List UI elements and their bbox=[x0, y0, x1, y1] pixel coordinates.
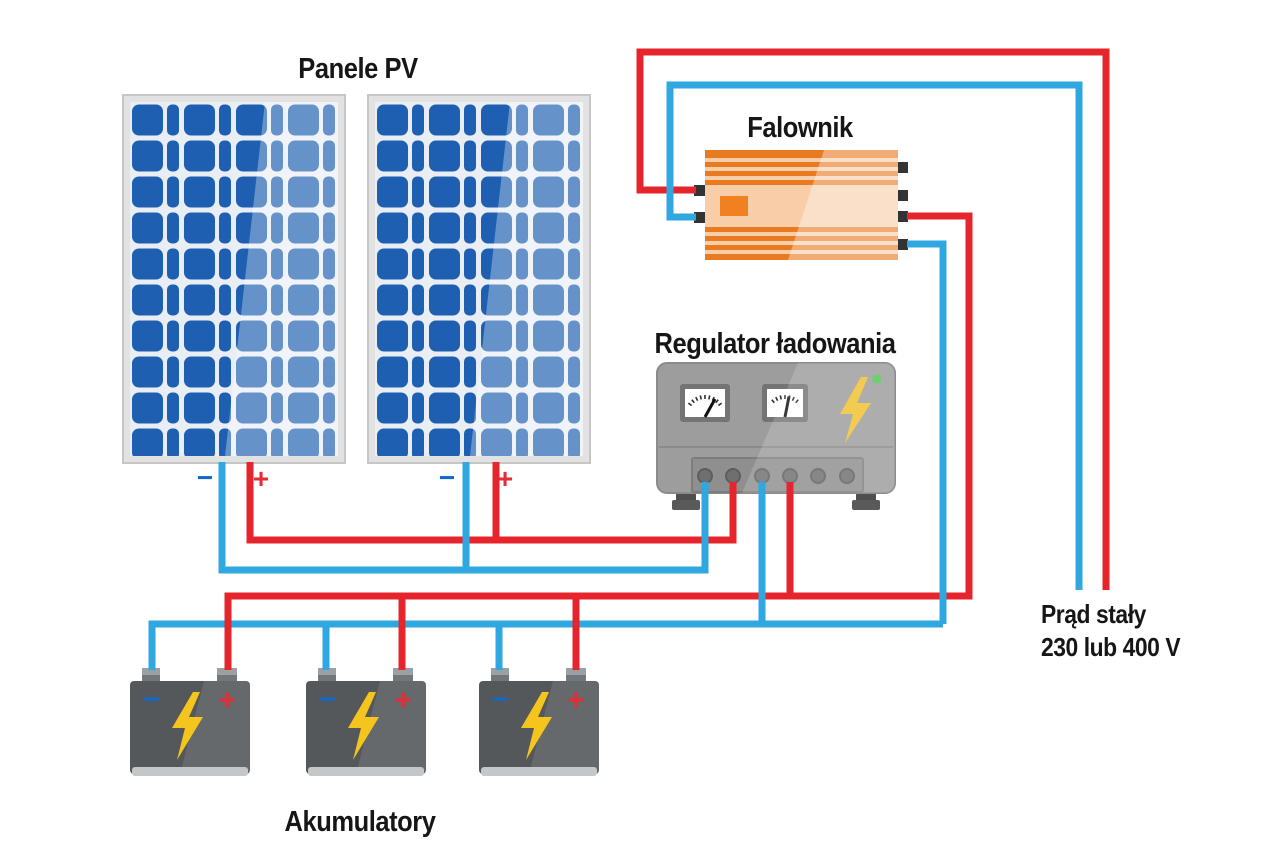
battery-positive-bus-wire bbox=[224, 212, 973, 670]
panel-cells bbox=[130, 102, 338, 456]
terminal-2 bbox=[725, 468, 741, 484]
inverter-label: Falownik bbox=[747, 110, 854, 143]
gauge-needle bbox=[783, 396, 791, 418]
solar-panel-1 bbox=[122, 94, 346, 464]
battery-negative-bus-wire bbox=[148, 620, 943, 670]
controller-terminals bbox=[697, 468, 855, 484]
inverter-label-plate bbox=[720, 196, 748, 216]
dc-note-line2: 230 lub 400 V bbox=[1041, 634, 1181, 663]
battery-3 bbox=[479, 668, 599, 776]
panels-label: Panele PV bbox=[298, 51, 419, 84]
panel-cells bbox=[375, 102, 583, 456]
panel-negative-wire bbox=[218, 462, 709, 574]
battery-1 bbox=[130, 668, 250, 776]
inverter-stripes bbox=[705, 150, 898, 260]
inverter-right-port-2 bbox=[897, 190, 908, 201]
panel-positive-wire bbox=[246, 462, 737, 544]
battery-2 bbox=[306, 668, 426, 776]
analog-gauge-icon-1 bbox=[680, 384, 730, 422]
controller-label: Regulator ładowania bbox=[654, 326, 896, 359]
lightning-bolt-icon bbox=[840, 377, 871, 443]
terminal-1 bbox=[697, 468, 713, 484]
dc-note-line1: Prąd stały bbox=[1041, 601, 1147, 630]
panel1-plus-sign: + bbox=[253, 463, 269, 494]
batteries-label: Akumulatory bbox=[284, 804, 436, 837]
inverter bbox=[694, 150, 908, 260]
ac-output-red-wire bbox=[636, 48, 1110, 590]
panel-highlight bbox=[470, 102, 583, 456]
inverter-right-port-4 bbox=[897, 239, 908, 250]
inverter-negative-dc-wire bbox=[758, 240, 947, 624]
analog-gauge-icon-2 bbox=[762, 384, 808, 422]
inverter-left-port-2 bbox=[694, 212, 706, 223]
gauge-needle bbox=[703, 398, 717, 418]
inverter-right-port-1 bbox=[897, 162, 908, 173]
gauge-ticks bbox=[687, 395, 723, 407]
charge-controller bbox=[656, 362, 896, 510]
controller-foot-right-base bbox=[852, 500, 880, 510]
controller-foot-left-base bbox=[672, 500, 700, 510]
inverter-left-port-1 bbox=[694, 185, 706, 196]
inverter-highlight bbox=[788, 150, 898, 260]
panel-highlight bbox=[225, 102, 338, 456]
ac-output-blue-wire bbox=[666, 81, 1083, 590]
status-led-icon bbox=[872, 374, 882, 384]
panel2-minus-sign: − bbox=[439, 462, 455, 493]
controller-highlight bbox=[742, 363, 895, 493]
inverter-right-port-3 bbox=[897, 211, 908, 222]
terminal-6 bbox=[839, 468, 855, 484]
panel2-plus-sign: + bbox=[497, 463, 513, 494]
panel1-minus-sign: − bbox=[197, 462, 213, 493]
terminal-5 bbox=[810, 468, 826, 484]
solar-panel-2 bbox=[367, 94, 591, 464]
